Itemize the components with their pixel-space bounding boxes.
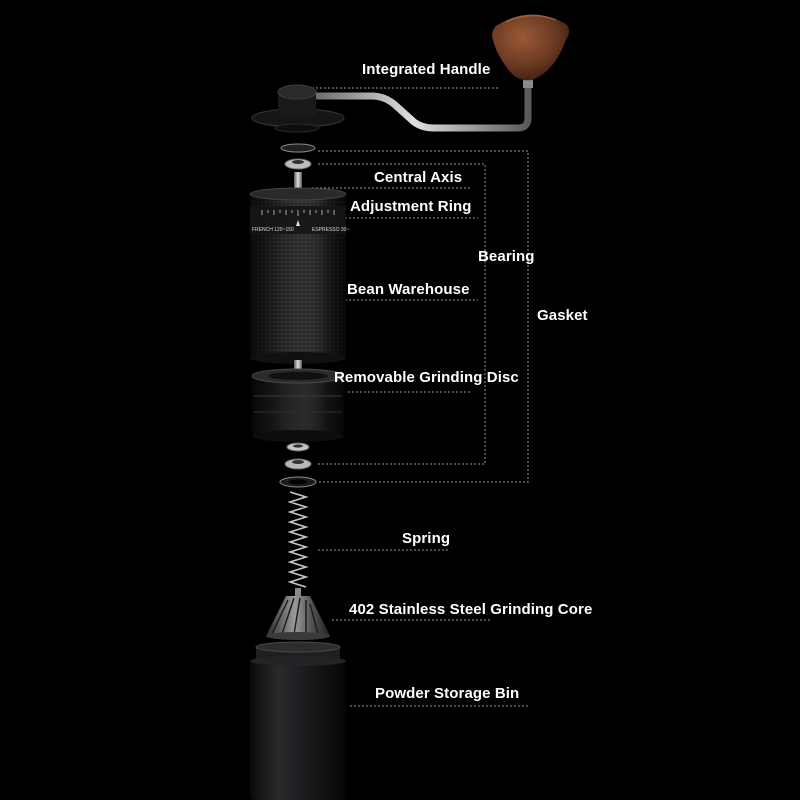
bearing-bracket — [318, 163, 486, 465]
label-central-axis: Central Axis — [374, 169, 463, 186]
ring-marking-left: FRENCH 120~150 — [252, 227, 294, 233]
label-grinding-core: 402 Stainless Steel Grinding Core — [349, 601, 593, 618]
leader-lines — [312, 87, 529, 707]
label-adjustment-ring: Adjustment Ring — [350, 198, 472, 215]
label-removable-grinding-disc: Removable Grinding Disc — [334, 369, 519, 386]
ring-marking-right: ESPRESSO 30~ — [312, 227, 349, 233]
bean-warehouse-body: FRENCH 120~150 ESPRESSO 30~ — [249, 187, 349, 364]
label-powder-storage-bin: Powder Storage Bin — [375, 685, 520, 702]
label-bean-warehouse: Bean Warehouse — [347, 281, 470, 298]
label-spring: Spring — [402, 530, 451, 547]
spring-coil — [287, 491, 309, 588]
gasket-bracket — [318, 150, 529, 483]
grinding-disc — [251, 368, 345, 442]
central-axis-shaft — [294, 172, 302, 194]
label-integrated-handle: Integrated Handle — [362, 61, 491, 78]
handle-assembly — [251, 14, 569, 133]
label-bearing: Bearing — [478, 248, 535, 265]
lower-gasket-bearing — [279, 442, 317, 488]
powder-bin — [250, 641, 346, 800]
grinding-core — [266, 588, 330, 640]
label-gasket: Gasket — [537, 307, 588, 324]
top-gasket-bearing — [280, 143, 316, 170]
